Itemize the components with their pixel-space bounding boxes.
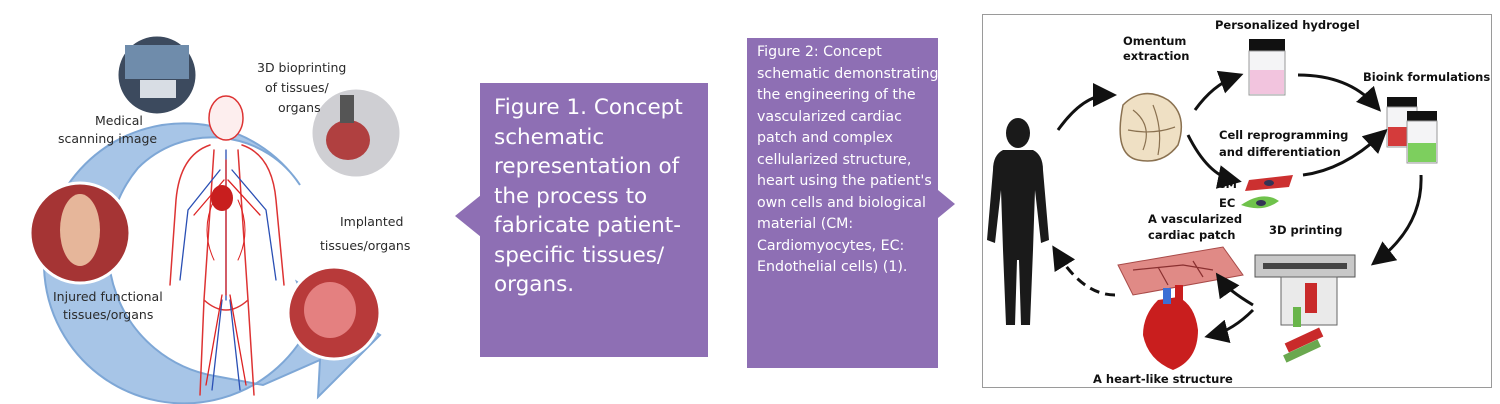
- injured-organ-image: [28, 181, 132, 285]
- cardiac-patch: [1117, 246, 1244, 296]
- label-ec: EC: [1219, 196, 1235, 210]
- label-bioprinting: 3D bioprinting of tissues/ organs: [257, 60, 350, 115]
- label-omentum: Omentum extraction: [1123, 34, 1190, 63]
- circulatory-body-illustration: [169, 95, 285, 396]
- heart-structure: [1143, 285, 1198, 370]
- label-injured: Injured functional tissues/organs: [53, 289, 167, 322]
- figure1-diagram: Medical scanning image 3D bioprinting of…: [28, 33, 410, 404]
- ec-cell: [1241, 196, 1279, 209]
- caption2-pointer: [938, 190, 955, 218]
- bioink-jars: [1386, 97, 1438, 164]
- figure2-diagram: Omentum extraction Personalized hydrogel…: [987, 18, 1490, 386]
- figure2-caption: Figure 2: Concept schematic demonstratin…: [757, 44, 939, 275]
- label-heart: A heart-like structure: [1093, 372, 1233, 386]
- implanted-organ-image: [286, 265, 382, 361]
- figure2-caption-box: Figure 2: Concept schematic demonstratin…: [747, 38, 938, 368]
- hydrogel-jar: [1248, 39, 1286, 96]
- label-implanted: Implanted tissues/organs: [320, 214, 410, 253]
- label-hydrogel: Personalized hydrogel: [1215, 18, 1360, 32]
- process-arrows: [1052, 70, 1423, 343]
- medical-scanning-image: [115, 33, 199, 117]
- cm-cell: [1245, 175, 1293, 191]
- label-printing: 3D printing: [1269, 223, 1342, 237]
- printer-illustration: [1254, 254, 1356, 363]
- label-patch: A vascularized cardiac patch: [1148, 212, 1246, 242]
- omentum-illustration: [1119, 92, 1183, 162]
- figure2-panel: Omentum extraction Personalized hydrogel…: [982, 14, 1492, 388]
- label-cm: CM: [1217, 177, 1237, 191]
- caption1-pointer: [455, 195, 481, 237]
- figure1-caption: Figure 1. Concept schematic representati…: [494, 95, 683, 297]
- label-medical-scanning: Medical scanning image: [58, 113, 157, 146]
- bioprinting-image: [309, 86, 403, 180]
- label-bioink: Bioink formulations: [1363, 70, 1490, 84]
- figure1-caption-box: Figure 1. Concept schematic representati…: [480, 83, 708, 357]
- patient-silhouette: [987, 118, 1049, 325]
- label-reprogramming: Cell reprogramming and differentiation: [1219, 128, 1352, 159]
